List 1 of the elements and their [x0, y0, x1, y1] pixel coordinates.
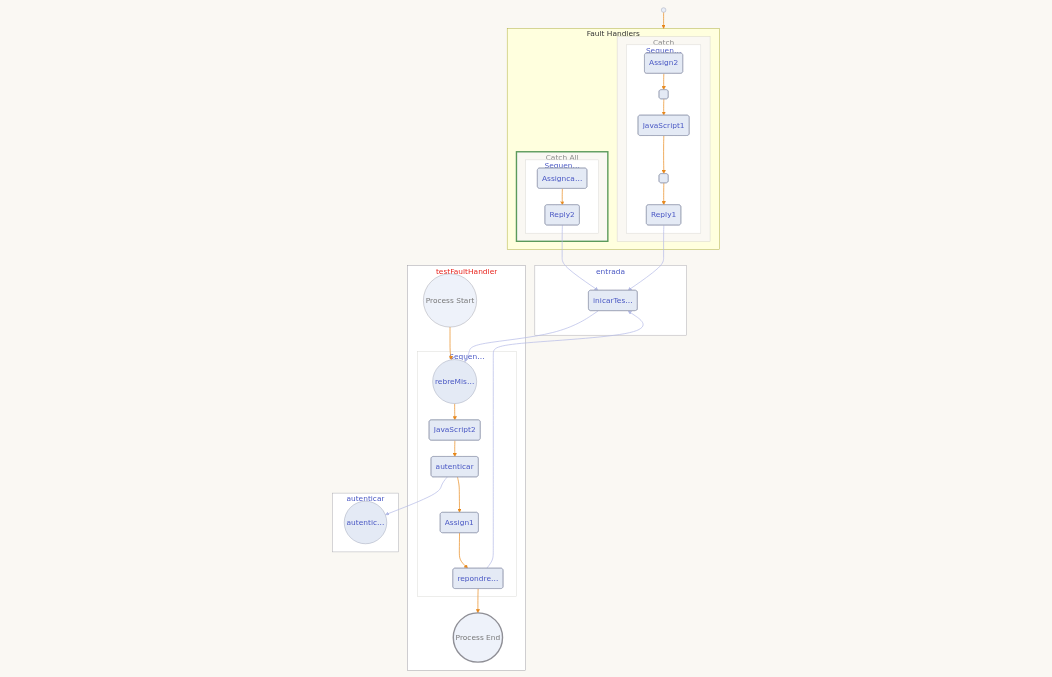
node-circle: [661, 6, 667, 13]
